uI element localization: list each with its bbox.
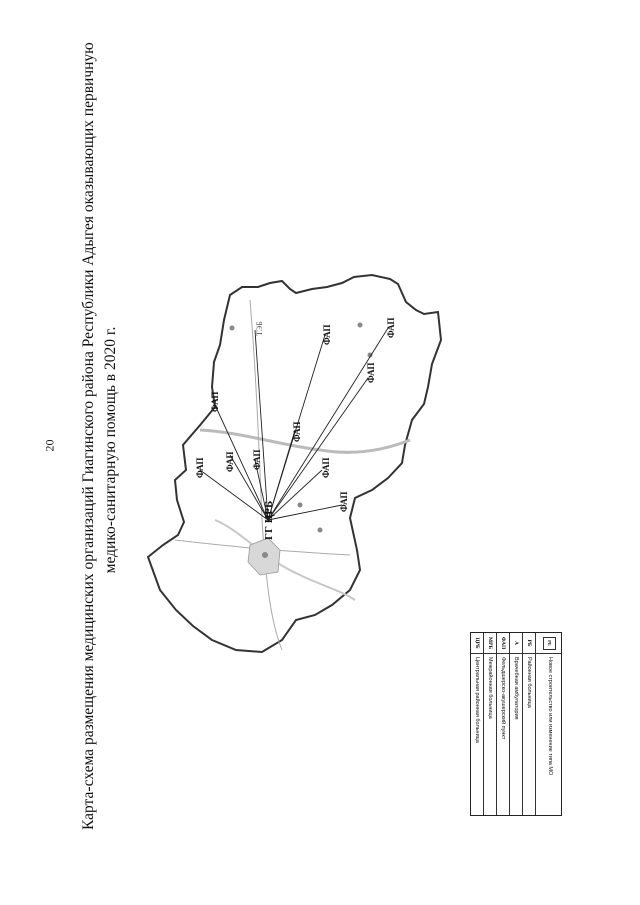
legend-row: ЦРБ Центральная районная больница xyxy=(471,633,484,815)
legend-symbol-cell: РБ xyxy=(536,633,561,654)
connection-line xyxy=(214,404,269,521)
connection-lines xyxy=(199,327,389,521)
connection-line xyxy=(254,459,269,521)
connection-line xyxy=(267,334,326,521)
fap-labels: ФАП ФАП ФАП ФАП ФАП ФАП ФАП ФАП ФАП ФАП xyxy=(195,318,396,512)
legend-symbol: А xyxy=(510,633,523,654)
legend-rows: РБ Новое строительство или изменение тип… xyxy=(471,633,561,815)
settlement-marker xyxy=(297,502,303,508)
legend-row: ФАП Фельдшерско-акушерский пункт xyxy=(496,633,510,815)
settlement-marker xyxy=(357,322,363,328)
fap-label: ФАП xyxy=(321,458,331,478)
settlement-marker xyxy=(367,352,373,358)
river-secondary xyxy=(214,519,356,601)
legend-text: Новое строительство или изменение типа М… xyxy=(546,657,553,776)
settlement-marker xyxy=(317,527,323,533)
connection-line xyxy=(254,329,269,521)
fap-label: ФАП xyxy=(195,458,205,478)
connection-line xyxy=(267,504,343,521)
fap-label: ФАП xyxy=(225,452,235,472)
settlement-marker xyxy=(262,552,268,558)
legend-text: Фельдшерско-акушерский пункт xyxy=(500,657,507,740)
legend-symbol: МРБ xyxy=(484,633,497,654)
legend-symbol: ЦРБ xyxy=(471,633,484,654)
connection-line xyxy=(267,469,323,521)
legend-text: Районная больница xyxy=(526,657,533,708)
legend-symbol: ФАП xyxy=(497,633,510,654)
fap-label: ФАП xyxy=(210,392,220,412)
fap-label: ФАП xyxy=(366,363,376,383)
legend-row: МРБ Межрайонная больница xyxy=(483,633,497,815)
settlement-marker xyxy=(229,325,235,331)
connection-line xyxy=(199,469,269,521)
road xyxy=(249,299,283,651)
legend-symbol: РБ xyxy=(523,633,536,654)
legend-text: Межрайонная больница xyxy=(487,657,494,719)
new-construction-icon: РБ xyxy=(543,636,557,650)
fap-label: ФАП xyxy=(339,492,349,512)
legend-row: РБ Районная больница xyxy=(522,633,536,815)
fap-label: ФАП xyxy=(386,318,396,338)
road xyxy=(174,539,351,556)
district-boundary xyxy=(146,273,443,654)
legend-row: РБ Новое строительство или изменение тип… xyxy=(535,633,561,815)
connection-line xyxy=(267,327,389,521)
connection-line xyxy=(267,377,369,521)
legend-text: Врачебная амбулатория xyxy=(513,657,520,720)
legend: РБ Новое строительство или изменение тип… xyxy=(470,632,562,816)
legend-text: Центральная районная больница xyxy=(474,657,481,743)
fap-label: ФАП xyxy=(292,422,302,442)
fap-label: ФАП xyxy=(252,450,262,470)
secondary-hub-label: ТЭБ xyxy=(255,321,264,336)
river-main xyxy=(199,428,411,454)
legend-row: А Врачебная амбулатория xyxy=(509,633,523,815)
connection-line xyxy=(229,454,269,521)
fap-label: ФАП xyxy=(322,325,332,345)
hub-label: ГГ ЦРБ xyxy=(263,501,275,540)
